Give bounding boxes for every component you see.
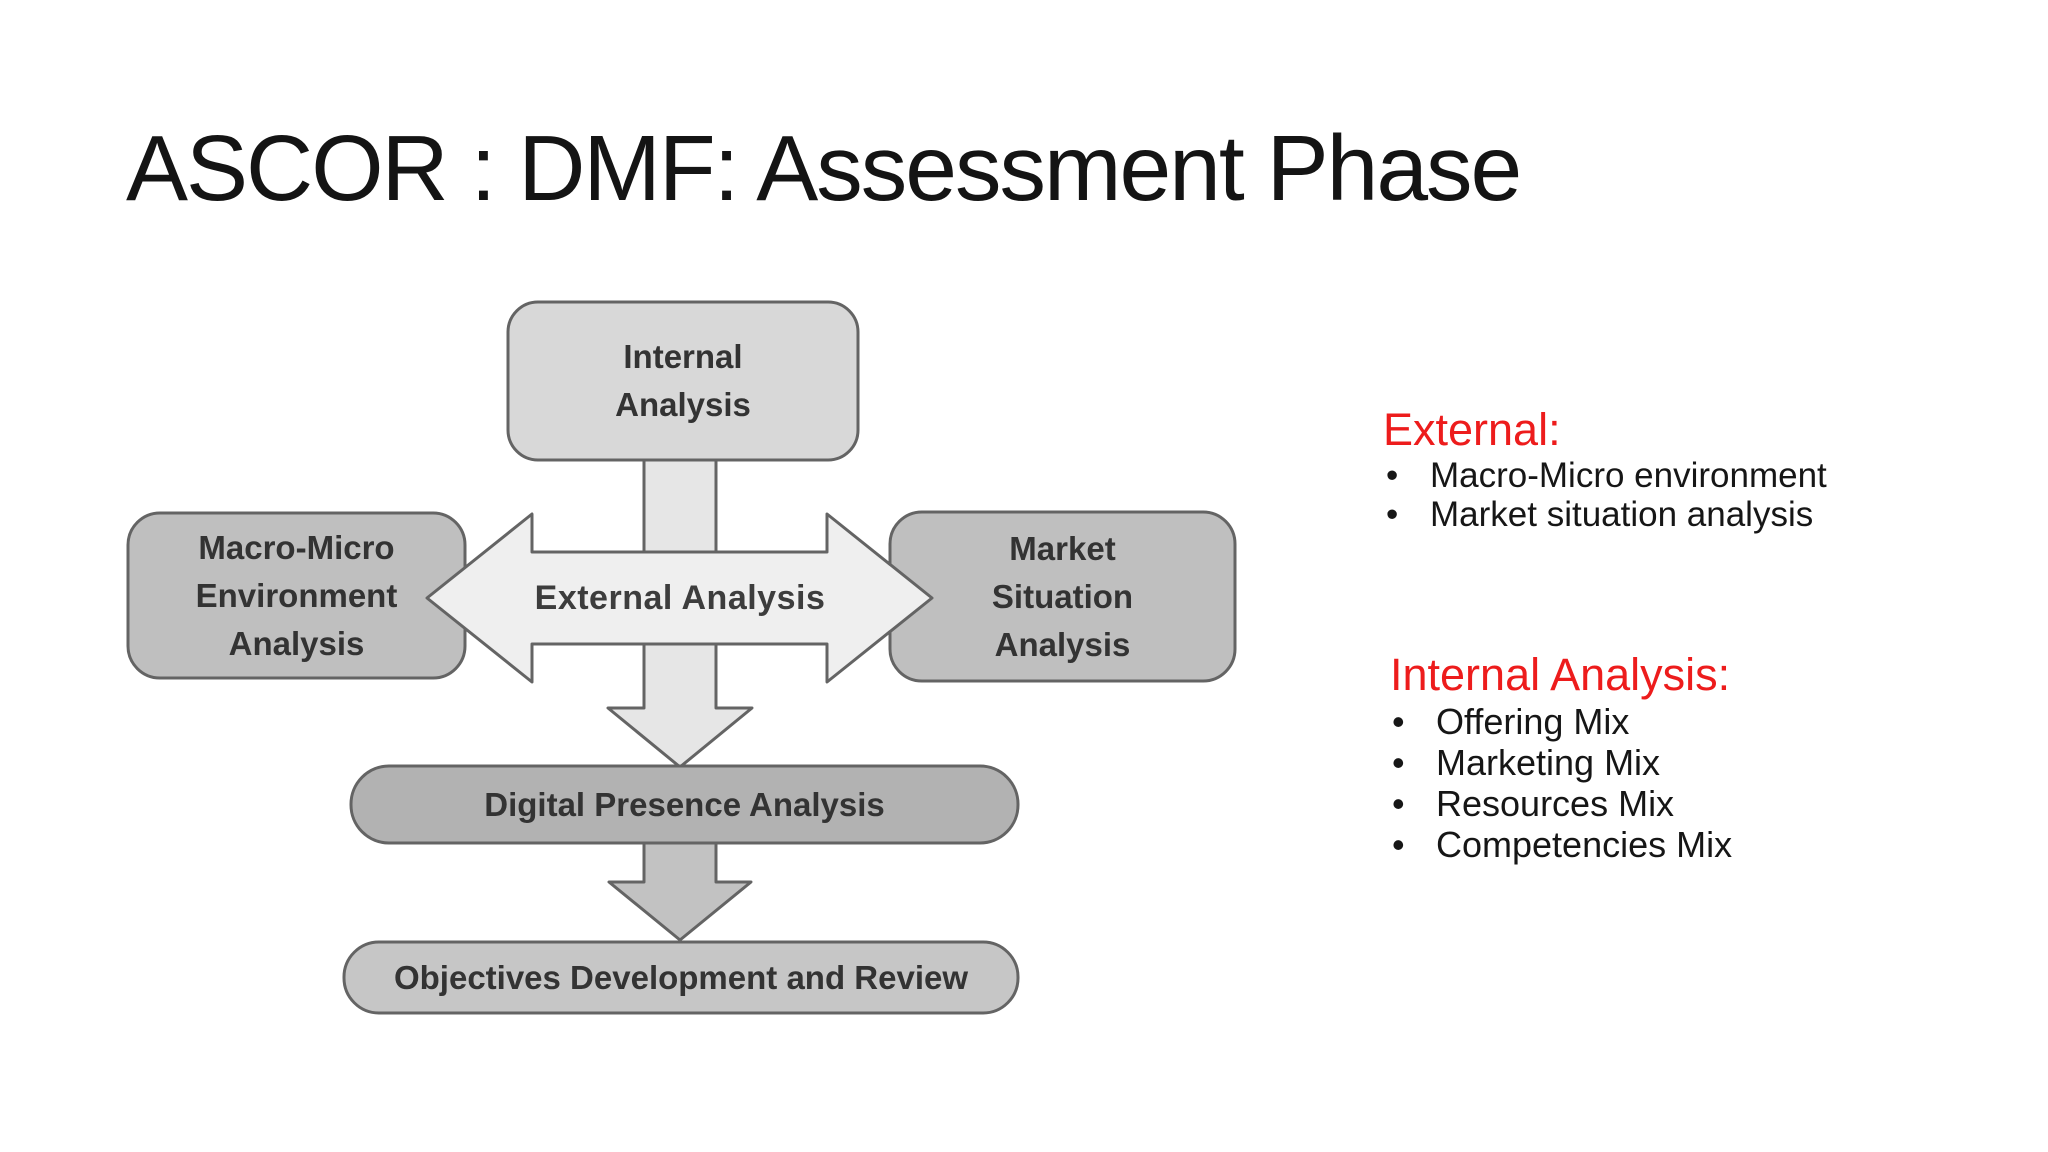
list-item: • Macro-Micro environment — [1386, 456, 1827, 495]
list-item: • Competencies Mix — [1392, 824, 1732, 865]
list-item: • Offering Mix — [1392, 701, 1732, 742]
vertical-arrow-bottom-icon — [607, 839, 753, 942]
page-title: ASCOR : DMF: Assessment Phase — [126, 116, 1522, 221]
internal-analysis-box — [506, 300, 860, 462]
list-item: • Market situation analysis — [1386, 495, 1827, 534]
bullet-icon: • — [1392, 783, 1405, 824]
external-bullet-list: • Macro-Micro environment • Market situa… — [1386, 456, 1827, 534]
bullet-text: Market situation analysis — [1430, 495, 1814, 534]
external-analysis-arrow-icon — [425, 512, 934, 684]
list-item: • Resources Mix — [1392, 783, 1732, 824]
market-situation-box — [888, 510, 1237, 683]
list-item: • Marketing Mix — [1392, 742, 1732, 783]
digital-presence-box — [349, 764, 1020, 845]
bullet-text: Marketing Mix — [1436, 742, 1661, 783]
bullet-icon: • — [1392, 701, 1405, 742]
objectives-box — [342, 940, 1020, 1015]
bullet-icon: • — [1386, 456, 1399, 495]
internal-analysis-heading: Internal Analysis: — [1390, 649, 1731, 700]
bullet-icon: • — [1392, 824, 1405, 865]
external-heading: External: — [1383, 404, 1561, 455]
bullet-text: Resources Mix — [1436, 783, 1675, 824]
internal-bullet-list: • Offering Mix • Marketing Mix • Resourc… — [1392, 701, 1732, 865]
bullet-icon: • — [1392, 742, 1405, 783]
bullet-text: Macro-Micro environment — [1430, 456, 1827, 495]
macro-micro-box — [126, 511, 467, 680]
bullet-text: Offering Mix — [1436, 701, 1630, 742]
bullet-icon: • — [1386, 495, 1399, 534]
bullet-text: Competencies Mix — [1436, 824, 1733, 865]
